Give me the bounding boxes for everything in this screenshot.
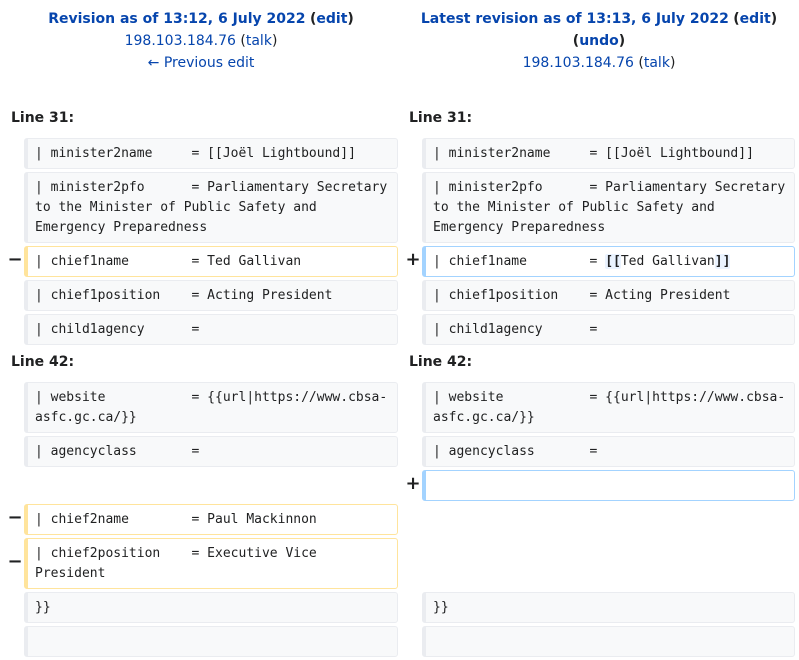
left-edit-link[interactable]: edit bbox=[316, 11, 348, 27]
right-context-line: | website = {{url|https://www.cbsa-asfc.… bbox=[422, 382, 795, 433]
right-context-line: | minister2name = [[Joël Lightbound]] bbox=[422, 138, 795, 169]
left-context-line: | minister2pfo = Parliamentary Secretary… bbox=[24, 172, 398, 243]
previous-edit-link[interactable]: ← Previous edit bbox=[147, 55, 255, 71]
left-context-line: | agencyclass = bbox=[24, 436, 398, 467]
left-deleted-line: | chief2position = Executive Vice Presid… bbox=[24, 538, 398, 589]
right-context-line bbox=[422, 626, 795, 657]
inserted-open-brackets: [[ bbox=[605, 254, 621, 269]
left-context-line: }} bbox=[24, 592, 398, 623]
right-edit-link[interactable]: edit bbox=[739, 11, 771, 27]
right-line-number: Line 42: bbox=[409, 354, 473, 370]
left-line-number: Line 42: bbox=[11, 354, 75, 370]
addition-marker: + bbox=[405, 473, 421, 494]
right-user-link[interactable]: 198.103.184.76 bbox=[522, 55, 634, 71]
left-context-line bbox=[24, 626, 398, 657]
inserted-close-brackets: ]] bbox=[714, 254, 731, 269]
right-revision-header: Latest revision as of 13:13, 6 July 2022… bbox=[420, 11, 778, 71]
left-context-line: | minister2name = [[Joël Lightbound]] bbox=[24, 138, 398, 169]
right-added-empty-line bbox=[422, 470, 795, 501]
left-revision-header: Revision as of 13:12, 6 July 2022 (edit)… bbox=[48, 11, 354, 71]
deletion-marker: − bbox=[7, 507, 23, 528]
left-revision-title-link[interactable]: Revision as of 13:12, 6 July 2022 bbox=[48, 11, 306, 27]
added-link-text: Ted Gallivan bbox=[620, 254, 715, 269]
left-deleted-line: | chief2name = Paul Mackinnon bbox=[24, 504, 398, 535]
right-context-line: | chief1position = Acting President bbox=[422, 280, 795, 311]
right-context-line: | child1agency = bbox=[422, 314, 795, 345]
left-context-line: | chief1position = Acting President bbox=[24, 280, 398, 311]
left-context-line: | child1agency = bbox=[24, 314, 398, 345]
right-talk-link[interactable]: talk bbox=[643, 55, 670, 71]
left-talk-link[interactable]: talk bbox=[245, 33, 272, 49]
left-line-number: Line 31: bbox=[11, 110, 75, 126]
right-revision-title-link[interactable]: Latest revision as of 13:13, 6 July 2022 bbox=[420, 11, 729, 27]
deletion-marker: − bbox=[7, 551, 23, 572]
right-context-line: | minister2pfo = Parliamentary Secretary… bbox=[422, 172, 795, 243]
addition-marker: + bbox=[405, 249, 421, 270]
undo-link[interactable]: undo bbox=[579, 33, 619, 49]
right-added-line: | chief1name = [[Ted Gallivan]] bbox=[422, 246, 795, 277]
added-line-prefix: | chief1name = bbox=[433, 254, 606, 269]
deletion-marker: − bbox=[7, 249, 23, 270]
left-context-line: | website = {{url|https://www.cbsa-asfc.… bbox=[24, 382, 398, 433]
right-context-line: }} bbox=[422, 592, 795, 623]
right-context-line: | agencyclass = bbox=[422, 436, 795, 467]
left-deleted-line: | chief1name = Ted Gallivan bbox=[24, 246, 398, 277]
right-line-number: Line 31: bbox=[409, 110, 473, 126]
left-user-link[interactable]: 198.103.184.76 bbox=[124, 33, 236, 49]
